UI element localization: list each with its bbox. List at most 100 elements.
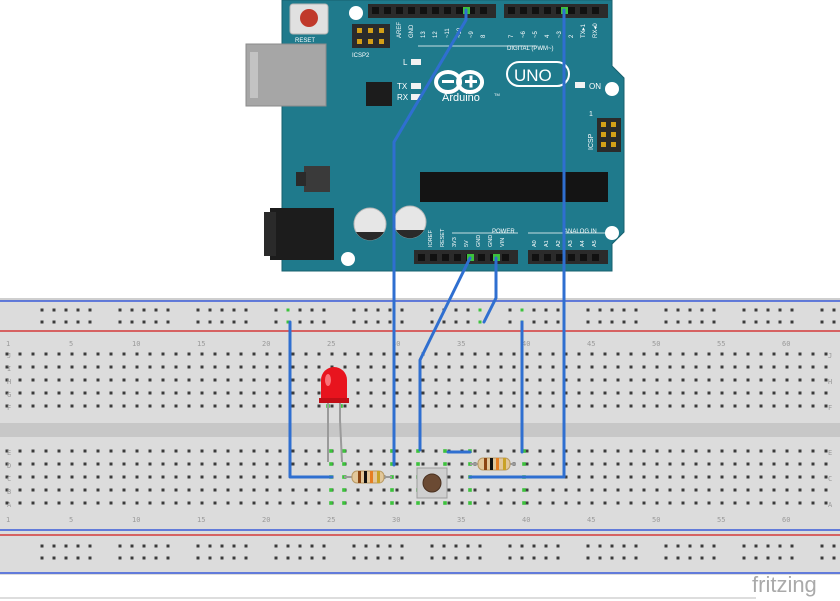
breadboard-hole[interactable] bbox=[759, 488, 763, 492]
breadboard-hole[interactable] bbox=[369, 378, 373, 382]
breadboard-hole[interactable] bbox=[161, 501, 165, 505]
breadboard-hole[interactable] bbox=[122, 475, 126, 479]
rail-hole[interactable] bbox=[532, 556, 536, 560]
breadboard-hole[interactable] bbox=[577, 475, 581, 479]
breadboard-hole[interactable] bbox=[720, 404, 724, 408]
breadboard-hole[interactable] bbox=[694, 404, 698, 408]
rail-hole[interactable] bbox=[400, 308, 404, 312]
breadboard-hole[interactable] bbox=[109, 365, 113, 369]
breadboard-hole[interactable] bbox=[733, 365, 737, 369]
breadboard-hole[interactable] bbox=[564, 488, 568, 492]
breadboard-hole[interactable] bbox=[31, 475, 35, 479]
rail-hole[interactable] bbox=[586, 320, 590, 324]
breadboard-hole[interactable] bbox=[44, 501, 48, 505]
breadboard-hole[interactable] bbox=[772, 352, 776, 356]
breadboard-hole[interactable] bbox=[733, 488, 737, 492]
breadboard-hole[interactable] bbox=[187, 488, 191, 492]
breadboard-hole[interactable] bbox=[278, 501, 282, 505]
rail-hole[interactable] bbox=[598, 556, 602, 560]
breadboard-hole[interactable] bbox=[746, 391, 750, 395]
breadboard-hole[interactable] bbox=[733, 404, 737, 408]
breadboard-hole[interactable] bbox=[70, 501, 74, 505]
breadboard-hole[interactable] bbox=[733, 391, 737, 395]
breadboard-hole[interactable] bbox=[629, 501, 633, 505]
breadboard-hole[interactable] bbox=[382, 501, 386, 505]
breadboard-hole[interactable] bbox=[135, 352, 139, 356]
breadboard-hole[interactable] bbox=[590, 365, 594, 369]
breadboard-hole[interactable] bbox=[148, 391, 152, 395]
rail-hole[interactable] bbox=[700, 556, 704, 560]
breadboard-hole[interactable] bbox=[616, 449, 620, 453]
rail-hole[interactable] bbox=[586, 544, 590, 548]
rail-hole[interactable] bbox=[322, 556, 326, 560]
breadboard-hole[interactable] bbox=[369, 352, 373, 356]
breadboard-hole[interactable] bbox=[798, 378, 802, 382]
breadboard-hole[interactable] bbox=[707, 488, 711, 492]
rail-hole[interactable] bbox=[778, 320, 782, 324]
digital-pin-hole[interactable] bbox=[372, 7, 379, 14]
breadboard-hole[interactable] bbox=[369, 391, 373, 395]
breadboard-hole[interactable] bbox=[174, 501, 178, 505]
breadboard-hole[interactable] bbox=[161, 462, 165, 466]
breadboard-hole[interactable] bbox=[564, 378, 568, 382]
breadboard-hole[interactable] bbox=[564, 352, 568, 356]
breadboard-hole[interactable] bbox=[551, 378, 555, 382]
rail-hole[interactable] bbox=[118, 320, 122, 324]
rail-hole[interactable] bbox=[766, 320, 770, 324]
breadboard-hole[interactable] bbox=[564, 449, 568, 453]
breadboard-hole[interactable] bbox=[603, 488, 607, 492]
breadboard-hole[interactable] bbox=[525, 404, 529, 408]
breadboard-hole[interactable] bbox=[460, 391, 464, 395]
rail-hole[interactable] bbox=[478, 556, 482, 560]
breadboard-hole[interactable] bbox=[109, 475, 113, 479]
breadboard-hole[interactable] bbox=[226, 488, 230, 492]
rail-hole[interactable] bbox=[76, 544, 80, 548]
rail-hole[interactable] bbox=[766, 556, 770, 560]
breadboard-hole[interactable] bbox=[811, 462, 815, 466]
rail-hole[interactable] bbox=[688, 556, 692, 560]
breadboard-hole[interactable] bbox=[148, 404, 152, 408]
breadboard-hole[interactable] bbox=[642, 404, 646, 408]
breadboard-hole[interactable] bbox=[681, 475, 685, 479]
breadboard-hole[interactable] bbox=[551, 449, 555, 453]
rail-hole[interactable] bbox=[142, 556, 146, 560]
breadboard-hole[interactable] bbox=[460, 365, 464, 369]
breadboard-hole[interactable] bbox=[174, 378, 178, 382]
breadboard-hole[interactable] bbox=[603, 378, 607, 382]
rail-hole[interactable] bbox=[832, 308, 836, 312]
breadboard-hole[interactable] bbox=[564, 365, 568, 369]
breadboard-hole[interactable] bbox=[382, 404, 386, 408]
breadboard-hole[interactable] bbox=[772, 501, 776, 505]
rail-hole[interactable] bbox=[688, 308, 692, 312]
rail-hole[interactable] bbox=[712, 308, 716, 312]
breadboard-hole[interactable] bbox=[369, 501, 373, 505]
breadboard-hole[interactable] bbox=[278, 475, 282, 479]
breadboard-hole[interactable] bbox=[746, 365, 750, 369]
breadboard-hole[interactable] bbox=[499, 488, 503, 492]
breadboard-hole[interactable] bbox=[668, 365, 672, 369]
breadboard-hole[interactable] bbox=[408, 475, 412, 479]
breadboard-hole[interactable] bbox=[525, 391, 529, 395]
breadboard-hole[interactable] bbox=[564, 404, 568, 408]
rail-hole[interactable] bbox=[700, 320, 704, 324]
rail-hole[interactable] bbox=[220, 544, 224, 548]
rail-hole[interactable] bbox=[688, 544, 692, 548]
breadboard-hole[interactable] bbox=[538, 501, 542, 505]
breadboard-hole[interactable] bbox=[122, 501, 126, 505]
rail-hole[interactable] bbox=[466, 556, 470, 560]
breadboard-hole[interactable] bbox=[655, 501, 659, 505]
rail-hole[interactable] bbox=[676, 556, 680, 560]
breadboard-hole[interactable] bbox=[200, 378, 204, 382]
rail-hole[interactable] bbox=[166, 308, 170, 312]
rail-hole[interactable] bbox=[244, 320, 248, 324]
breadboard-hole[interactable] bbox=[83, 391, 87, 395]
breadboard-hole[interactable] bbox=[135, 378, 139, 382]
breadboard-hole[interactable] bbox=[83, 365, 87, 369]
breadboard-hole[interactable] bbox=[200, 352, 204, 356]
breadboard-hole[interactable] bbox=[577, 462, 581, 466]
breadboard-hole[interactable] bbox=[213, 449, 217, 453]
rail-hole[interactable] bbox=[274, 556, 278, 560]
breadboard-hole[interactable] bbox=[187, 404, 191, 408]
rail-hole[interactable] bbox=[130, 308, 134, 312]
breadboard-hole[interactable] bbox=[720, 352, 724, 356]
